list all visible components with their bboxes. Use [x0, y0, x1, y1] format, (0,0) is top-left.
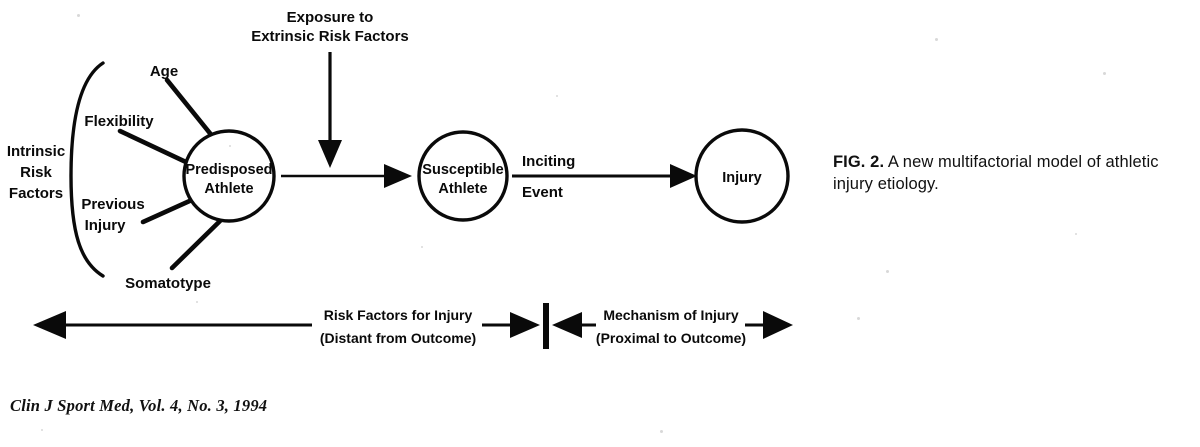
intrinsic-risk-factors-brace — [69, 61, 105, 278]
arrow-inciting-event-head — [670, 164, 697, 188]
figure-caption-prefix: FIG. 2. — [833, 153, 885, 171]
spoke-line-age — [164, 77, 216, 140]
node-injury-label: Injury — [722, 170, 761, 186]
figure-caption: FIG. 2. A new multifactorial model of at… — [833, 152, 1173, 196]
inciting-label-line2: Event — [522, 184, 563, 201]
axis-left-label-line2: (Distant from Outcome) — [320, 330, 476, 346]
node-susceptible-athlete — [417, 130, 509, 222]
axis-left-label-line1: Risk Factors for Injury — [324, 307, 473, 323]
spoke-line-flexibility — [117, 128, 191, 166]
node-susceptible-label-line1: Susceptible — [422, 162, 503, 178]
axis-left-arrow-head — [33, 311, 66, 339]
intrinsic-label-line2: Risk — [20, 164, 52, 181]
journal-footer: Clin J Sport Med, Vol. 4, No. 3, 1994 — [10, 396, 268, 415]
extrinsic-arrow-head — [318, 140, 342, 168]
axis-right-label-line1: Mechanism of Injury — [603, 307, 739, 323]
intrinsic-label-line1: Intrinsic — [7, 143, 65, 160]
node-injury — [694, 128, 790, 224]
axis-right-arrow-head — [763, 311, 793, 339]
inciting-label-line1: Inciting — [522, 153, 575, 170]
node-predisposed-label-line1: Predisposed — [185, 162, 272, 178]
arrow-predisposed-to-susceptible-head — [384, 164, 412, 188]
spoke-label-somatotype: Somatotype — [125, 275, 211, 292]
spoke-line-previous-injury — [140, 196, 197, 225]
node-susceptible-label-line2: Athlete — [438, 181, 487, 197]
spoke-label-age: Age — [150, 63, 178, 80]
axis-right-inner-arrow-head — [552, 312, 582, 338]
extrinsic-label-line2: Extrinsic Risk Factors — [251, 28, 409, 45]
axis-right-label-line2: (Proximal to Outcome) — [596, 330, 746, 346]
spoke-label-injury: Injury — [85, 217, 126, 234]
extrinsic-label-line1: Exposure to — [287, 9, 374, 26]
node-predisposed-athlete — [182, 129, 276, 223]
figure-caption-text: A new multifactorial model of athletic i… — [833, 153, 1159, 193]
intrinsic-label-line3: Factors — [9, 185, 63, 202]
spoke-label-previous: Previous — [81, 196, 144, 213]
axis-left-inner-arrow-head — [510, 312, 540, 338]
spoke-label-flexibility: Flexibility — [84, 113, 154, 130]
spoke-line-somatotype — [169, 218, 223, 271]
node-predisposed-label-line2: Athlete — [204, 181, 253, 197]
